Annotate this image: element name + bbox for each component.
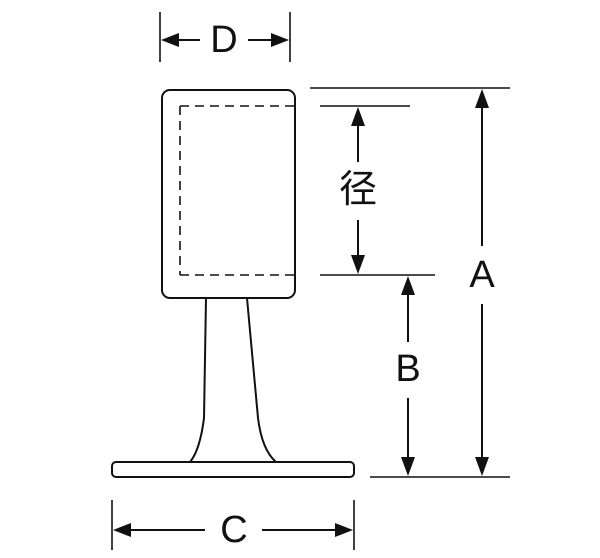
- b-label: B: [395, 348, 420, 390]
- a-label: A: [469, 254, 495, 296]
- dimension-d: D: [159, 12, 291, 62]
- dimension-b: B: [395, 276, 421, 476]
- dimension-diameter: 径: [339, 107, 377, 274]
- diameter-label: 径: [339, 169, 377, 211]
- dimension-a: A: [469, 89, 495, 476]
- base-plate: [111, 461, 355, 478]
- stem: [187, 297, 279, 463]
- hidden-bore: [179, 105, 295, 276]
- dimension-c: C: [111, 500, 355, 551]
- c-label: C: [220, 509, 247, 551]
- d-label: D: [210, 19, 237, 61]
- socket-housing: [161, 89, 296, 299]
